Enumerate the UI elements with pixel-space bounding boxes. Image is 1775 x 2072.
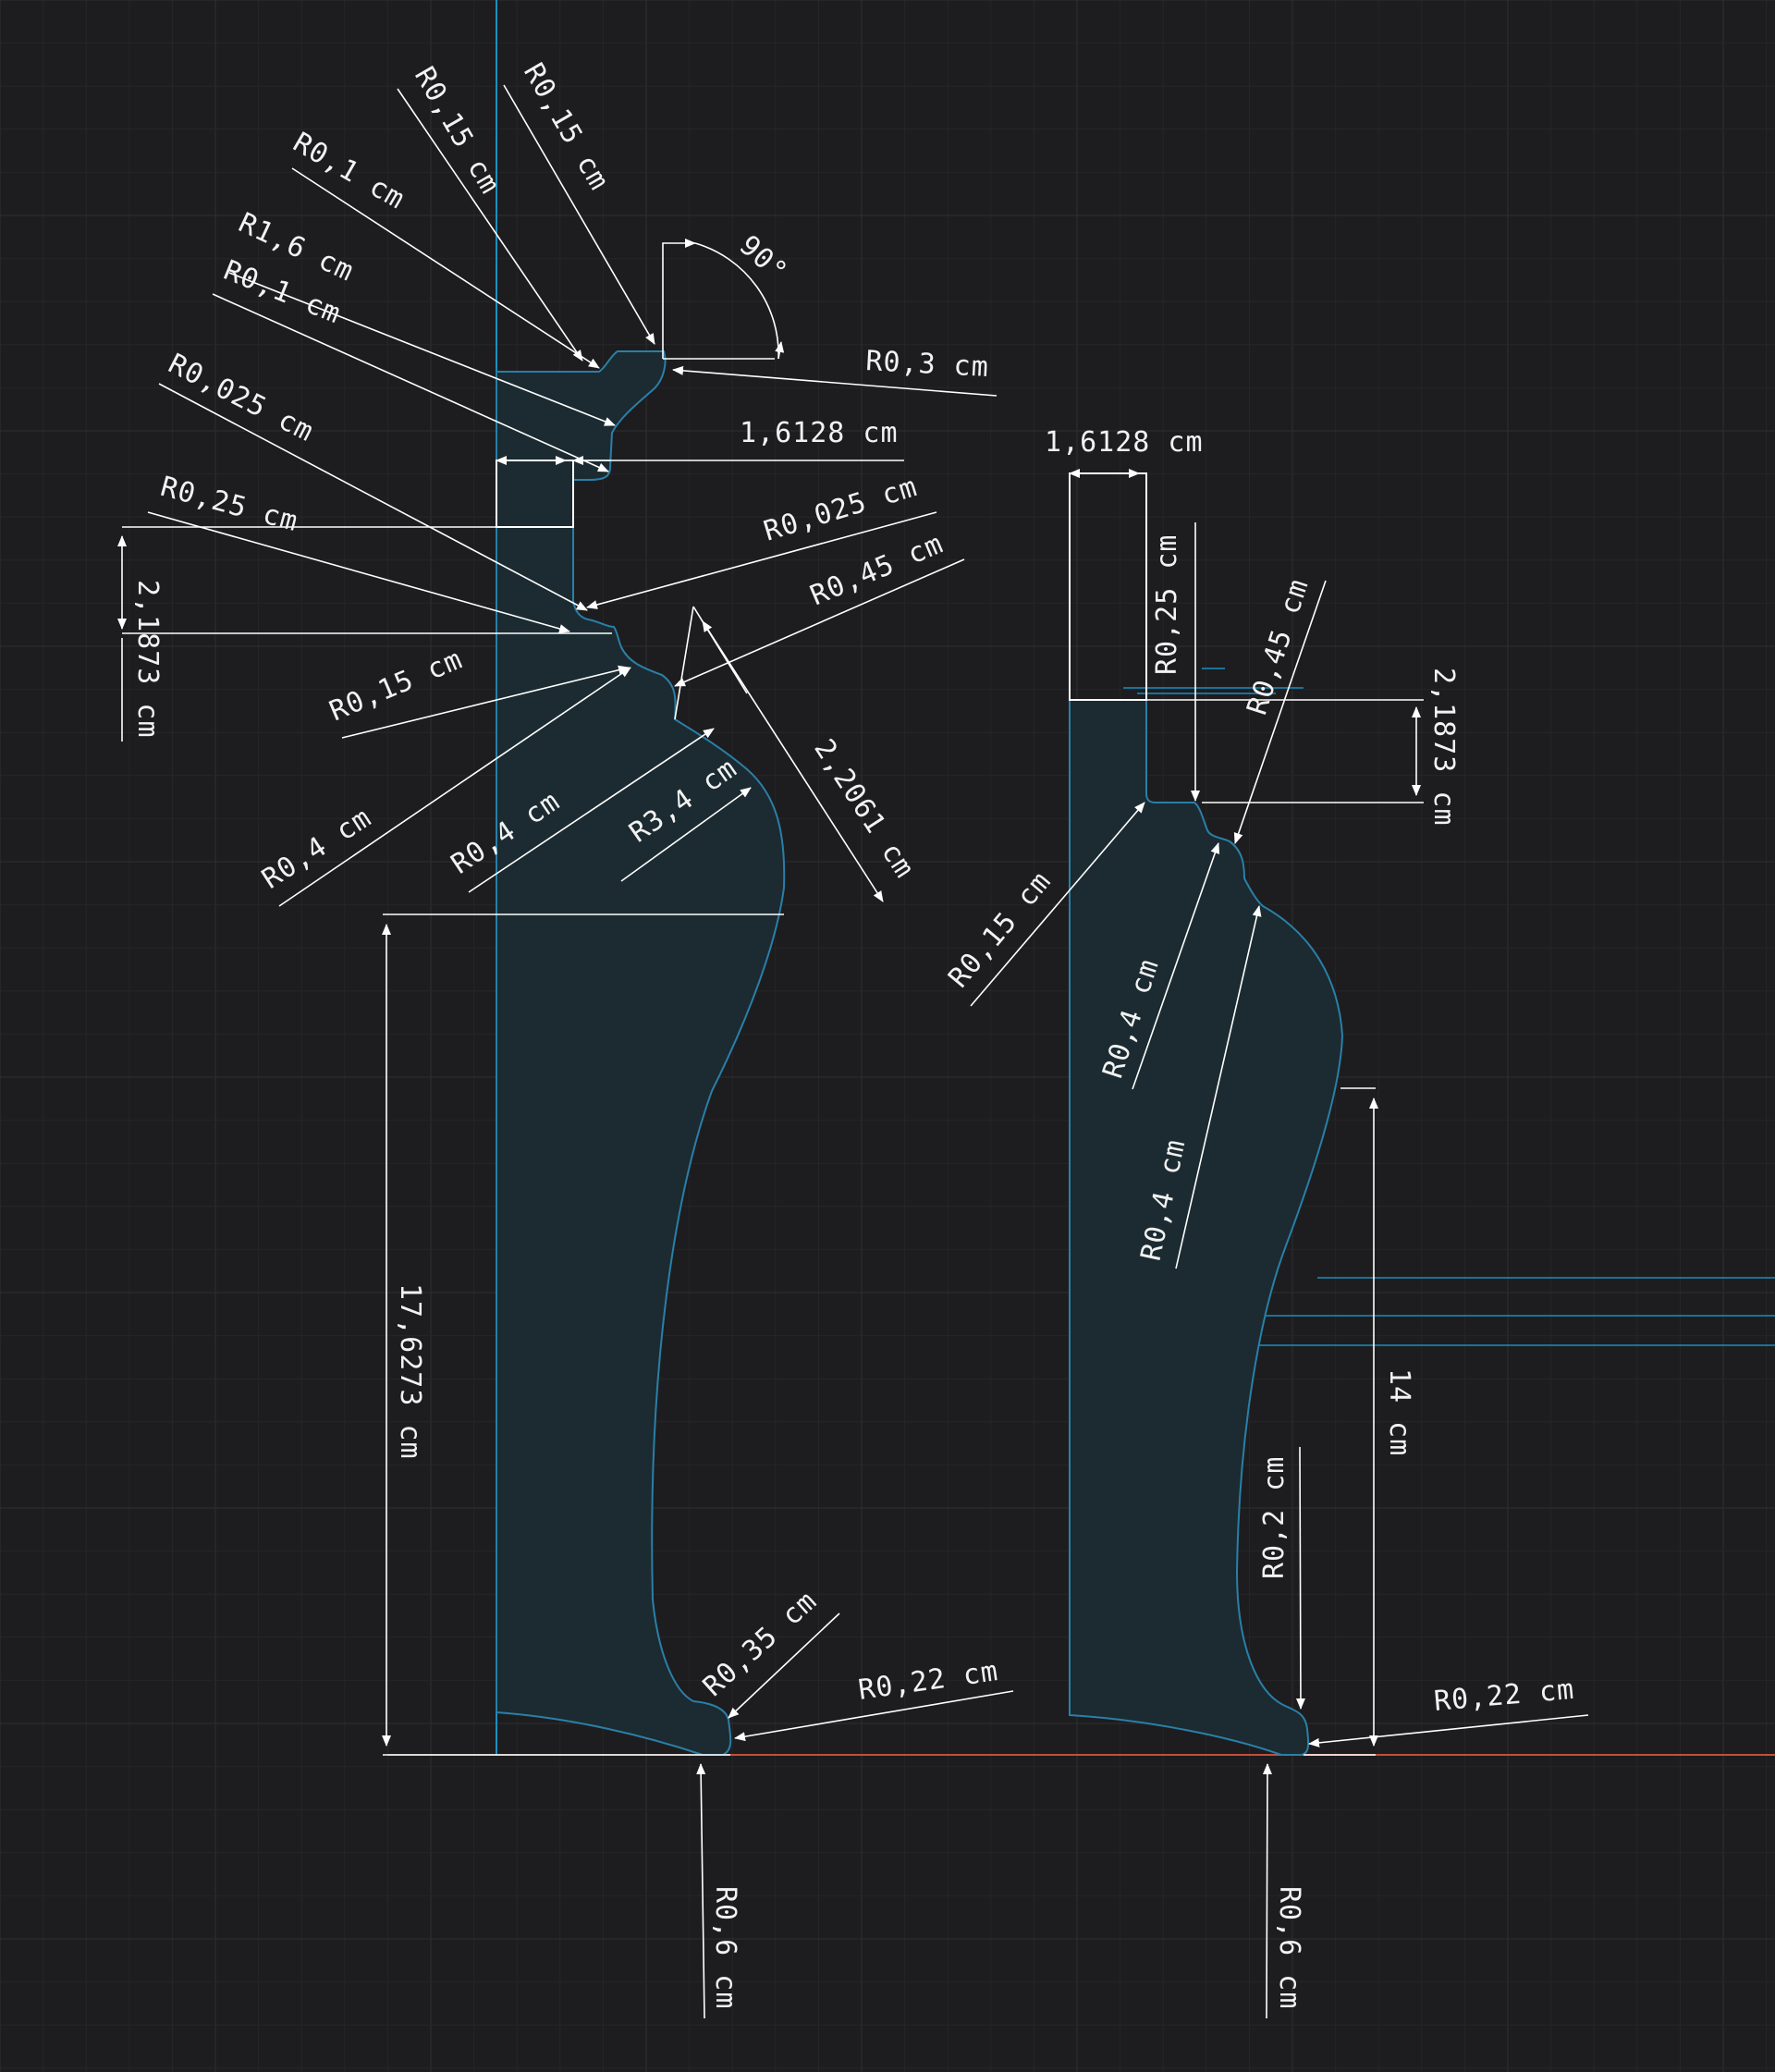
label-right-r025: R0,25 cm xyxy=(1151,534,1183,676)
right-leg-profile[interactable] xyxy=(1069,699,1344,1756)
label-right-height-14: 14 cm xyxy=(1383,1368,1415,1456)
label-r03: R0,3 cm xyxy=(865,345,990,384)
label-right-r06: R0,6 cm xyxy=(1273,1886,1305,2009)
left-dimension-lines xyxy=(117,84,1014,2019)
label-r06: R0,6 cm xyxy=(709,1886,741,2009)
right-dimension-lines xyxy=(970,469,1589,2019)
label-right-width-16128: 1,6128 cm xyxy=(1045,426,1204,459)
label-height-176273: 17,6273 cm xyxy=(394,1283,426,1460)
label-width-16128: 1,6128 cm xyxy=(740,417,899,449)
label-right-r02: R0,2 cm xyxy=(1258,1456,1291,1579)
label-height-21873: 2,1873 cm xyxy=(131,580,164,739)
label-right-height-21873: 2,1873 cm xyxy=(1427,668,1460,827)
